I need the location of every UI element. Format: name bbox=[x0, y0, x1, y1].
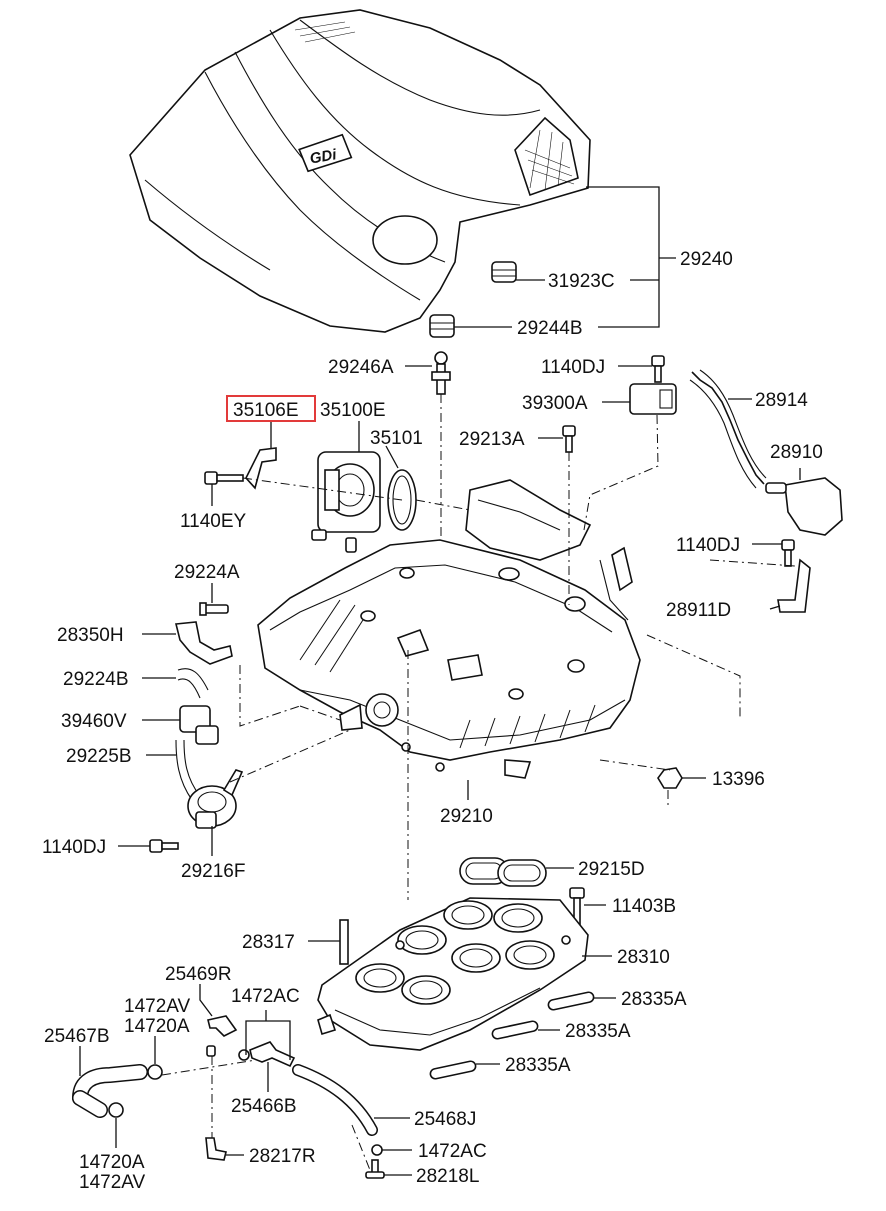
label-31923c[interactable]: 31923C bbox=[548, 271, 615, 292]
label-35100e[interactable]: 35100E bbox=[320, 400, 386, 421]
bracket-35106e bbox=[245, 447, 277, 490]
label-1472av-b[interactable]: 1472AV bbox=[79, 1172, 146, 1193]
label-29224a[interactable]: 29224A bbox=[174, 562, 240, 583]
fitting-25466b bbox=[238, 1041, 296, 1068]
hose-29224b bbox=[177, 668, 209, 699]
label-13396[interactable]: 13396 bbox=[712, 769, 765, 790]
label-29244b[interactable]: 29244B bbox=[517, 318, 583, 339]
fitting-28218l bbox=[365, 1159, 385, 1179]
bolt-1140dj-right bbox=[781, 539, 795, 567]
label-25469r[interactable]: 25469R bbox=[165, 964, 232, 985]
label-25466b[interactable]: 25466B bbox=[231, 1096, 297, 1117]
label-11403b[interactable]: 11403B bbox=[612, 896, 676, 917]
intake-manifold-lower bbox=[317, 897, 589, 1051]
label-28218l[interactable]: 28218L bbox=[416, 1166, 479, 1187]
clamp-1472ac-b bbox=[371, 1144, 383, 1156]
label-28335a-2[interactable]: 28335A bbox=[565, 1021, 631, 1042]
fitting-28217r bbox=[205, 1137, 227, 1161]
gasket-28335a-2 bbox=[491, 1020, 539, 1040]
label-1140ey[interactable]: 1140EY bbox=[180, 511, 247, 532]
hose-25469r bbox=[207, 1015, 238, 1037]
intake-manifold-upper bbox=[257, 479, 641, 779]
label-29215d[interactable]: 29215D bbox=[578, 859, 645, 880]
label-1140dj-right[interactable]: 1140DJ bbox=[676, 535, 740, 556]
clamp-14720a-b bbox=[108, 1102, 124, 1118]
throttle-body bbox=[311, 451, 381, 553]
bolt-29246a bbox=[431, 351, 451, 395]
label-29246a[interactable]: 29246A bbox=[328, 357, 394, 378]
actuator-29216f bbox=[187, 769, 244, 829]
fitting-28350h bbox=[174, 621, 233, 665]
grommet-29244b bbox=[429, 314, 455, 338]
gasket-29215d bbox=[459, 857, 547, 887]
leader-lines bbox=[79, 186, 801, 1176]
fitting-29224a bbox=[199, 602, 229, 616]
label-29213a[interactable]: 29213A bbox=[459, 429, 525, 450]
label-25467b[interactable]: 25467B bbox=[44, 1026, 110, 1047]
hose-25467b bbox=[72, 1064, 148, 1118]
stud-28317 bbox=[339, 919, 349, 965]
label-28335a-3[interactable]: 28335A bbox=[505, 1055, 571, 1076]
label-1140dj-left[interactable]: 1140DJ bbox=[42, 837, 106, 858]
label-28317[interactable]: 28317 bbox=[242, 932, 295, 953]
label-39460v[interactable]: 39460V bbox=[61, 711, 127, 732]
label-1472av-a[interactable]: 1472AV bbox=[124, 996, 191, 1017]
label-29216f[interactable]: 29216F bbox=[181, 861, 245, 882]
highlight-box bbox=[226, 395, 316, 422]
label-28335a-1[interactable]: 28335A bbox=[621, 989, 687, 1010]
sensor-39300a bbox=[629, 383, 677, 415]
solenoid-39460v bbox=[179, 705, 219, 745]
valve-28910 bbox=[765, 477, 843, 536]
label-29240[interactable]: 29240 bbox=[680, 249, 733, 270]
label-1140dj-top[interactable]: 1140DJ bbox=[541, 357, 605, 378]
cover-vent-grille bbox=[524, 129, 575, 191]
label-28310[interactable]: 28310 bbox=[617, 947, 670, 968]
label-28914[interactable]: 28914 bbox=[755, 390, 808, 411]
part-labels: 29240 31923C 29244B 29246A 1140DJ 39300A… bbox=[42, 249, 823, 1193]
bolt-1140ey bbox=[204, 471, 244, 485]
label-28217r[interactable]: 28217R bbox=[249, 1146, 316, 1167]
label-28911d[interactable]: 28911D bbox=[666, 600, 731, 621]
label-29225b[interactable]: 29225B bbox=[66, 746, 132, 767]
hose-25468j bbox=[292, 1064, 378, 1136]
hose-28914 bbox=[689, 369, 767, 489]
label-1472ac-a[interactable]: 1472AC bbox=[231, 986, 300, 1007]
label-25468j[interactable]: 25468J bbox=[414, 1109, 476, 1130]
cover-emblem: GDi bbox=[309, 146, 339, 168]
bolt-1140dj-left bbox=[149, 839, 179, 853]
label-14720a-a[interactable]: 14720A bbox=[124, 1016, 190, 1037]
label-35106e[interactable]: 35106E bbox=[233, 400, 299, 421]
nut-13396 bbox=[657, 767, 683, 789]
label-29224b[interactable]: 29224B bbox=[63, 669, 129, 690]
grommet-31923c bbox=[491, 261, 517, 283]
clamp-1472ac-a bbox=[206, 1045, 216, 1057]
label-1472ac-b[interactable]: 1472AC bbox=[418, 1141, 487, 1162]
label-28350h[interactable]: 28350H bbox=[57, 625, 124, 646]
bolt-1140dj-top bbox=[651, 355, 665, 383]
label-28910[interactable]: 28910 bbox=[770, 442, 823, 463]
gasket-28335a-1 bbox=[547, 991, 595, 1011]
gasket-28335a-3 bbox=[429, 1060, 477, 1080]
label-35101[interactable]: 35101 bbox=[370, 428, 423, 449]
engine-cover: GDi bbox=[129, 9, 591, 333]
clamp-14720a-a bbox=[147, 1064, 163, 1080]
bolt-29213a bbox=[562, 425, 576, 453]
label-29210[interactable]: 29210 bbox=[440, 806, 493, 827]
label-39300a[interactable]: 39300A bbox=[522, 393, 588, 414]
label-14720a-b[interactable]: 14720A bbox=[79, 1152, 145, 1173]
assembly-lines bbox=[161, 394, 796, 1171]
bracket-28911d bbox=[777, 558, 811, 613]
